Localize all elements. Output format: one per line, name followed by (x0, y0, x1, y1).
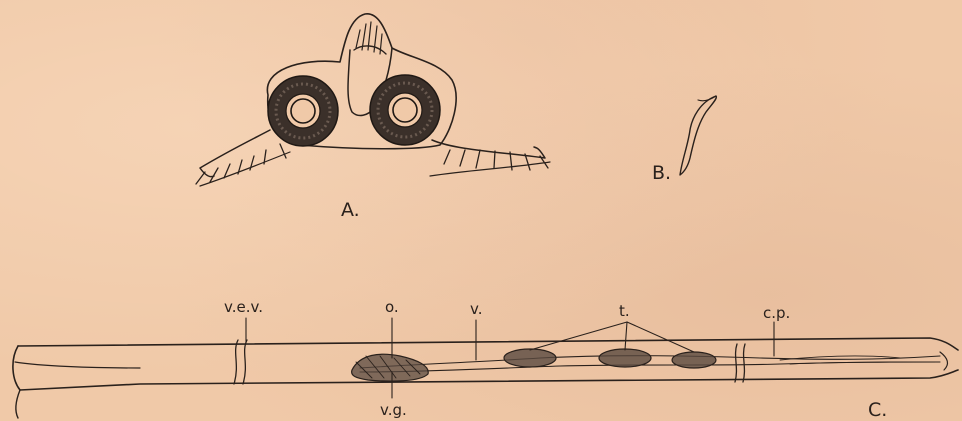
panel-b-label: B. (652, 162, 671, 184)
label-vev: v.e.v. (224, 298, 263, 316)
panel-a-head-drawing (196, 14, 550, 186)
panel-c-body-drawing (13, 318, 958, 418)
right-eye (370, 75, 440, 145)
label-o: o. (385, 298, 399, 316)
label-cp: c.p. (763, 304, 790, 322)
left-eye (268, 76, 338, 146)
label-v: v. (470, 300, 482, 318)
label-vg: v.g. (380, 401, 407, 419)
panel-b-drawing (680, 96, 716, 175)
label-t: t. (619, 302, 630, 320)
panel-c-label: C. (868, 399, 887, 421)
panel-a-label: A. (341, 199, 360, 221)
